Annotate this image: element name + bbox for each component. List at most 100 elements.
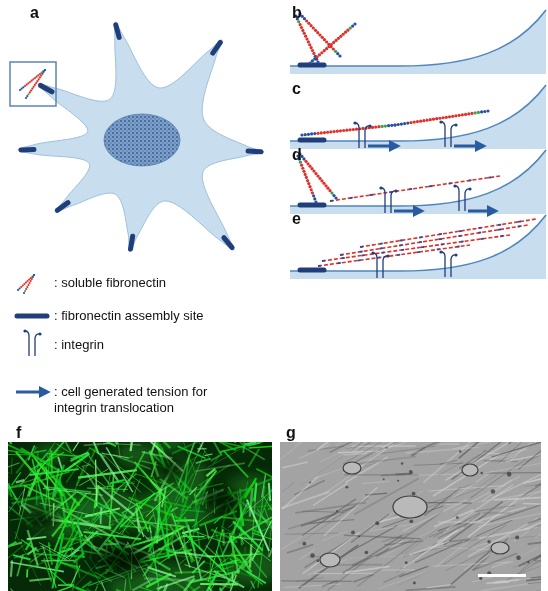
cell-streaks bbox=[427, 442, 498, 446]
fibronectin-fibers bbox=[150, 480, 162, 491]
debris-specks bbox=[479, 577, 482, 580]
cell-streaks bbox=[536, 585, 541, 591]
assembly-site bbox=[17, 314, 47, 319]
integrin-symbol bbox=[451, 255, 456, 277]
fibronectin-fibers bbox=[60, 562, 78, 567]
fibronectin-chain bbox=[323, 38, 326, 41]
fibronectin-chain bbox=[413, 121, 416, 124]
fibronectin-chain bbox=[300, 123, 396, 136]
cell-streaks bbox=[534, 520, 541, 560]
fibronectin-chain bbox=[30, 277, 32, 279]
fibronectin-fibers bbox=[8, 463, 20, 475]
assembly-site bbox=[213, 42, 220, 53]
cell-edge bbox=[290, 150, 546, 214]
debris-specks bbox=[527, 561, 529, 563]
fibronectin-fibers bbox=[258, 486, 265, 535]
fibronectin-chain bbox=[304, 133, 307, 136]
cell-membrane bbox=[290, 85, 546, 141]
cell-streaks bbox=[523, 503, 541, 505]
fibronectin-chain bbox=[342, 129, 345, 132]
fibronectin-fibers bbox=[89, 456, 115, 492]
fibronectin-fibers bbox=[199, 511, 236, 525]
fibronectin-fibers bbox=[163, 578, 195, 591]
fibronectin-fibers bbox=[43, 545, 57, 588]
fibronectin-fibers bbox=[268, 504, 272, 557]
fibronectin-chain bbox=[316, 60, 319, 63]
fibronectin-chain bbox=[38, 78, 40, 80]
integrin-symbol bbox=[368, 124, 371, 127]
fibronectin-fibers bbox=[73, 442, 94, 451]
fibronectin-fibers bbox=[10, 589, 24, 591]
cell-streaks bbox=[486, 460, 541, 473]
fibronectin-chain bbox=[355, 128, 358, 131]
integrin-symbol bbox=[454, 123, 457, 126]
fibronectin-fibers bbox=[245, 442, 256, 444]
integrin-symbol bbox=[371, 251, 374, 254]
debris-specks bbox=[365, 551, 369, 555]
fibronectin-chain bbox=[23, 292, 25, 294]
fibronectin-chain bbox=[353, 22, 356, 25]
debris-specks bbox=[456, 516, 459, 519]
cell-streaks bbox=[524, 517, 541, 530]
fibronectin-fibers bbox=[28, 548, 37, 555]
fibronectin-chain bbox=[310, 46, 313, 49]
debris-specks bbox=[507, 472, 512, 477]
fibronectin-fibers bbox=[252, 489, 271, 538]
fibronectin-chain bbox=[419, 120, 422, 123]
cell-streaks bbox=[526, 575, 541, 580]
cell-streaks bbox=[440, 460, 457, 464]
fibronectin-chain bbox=[300, 133, 303, 136]
cell-streaks bbox=[357, 541, 417, 587]
fibronectin-chain bbox=[301, 29, 304, 32]
fibronectin-chain bbox=[28, 282, 30, 284]
integrin-symbol bbox=[35, 334, 40, 356]
panel-letter: g bbox=[286, 424, 296, 442]
cell-streaks bbox=[281, 492, 329, 508]
fibronectin-fibers bbox=[36, 483, 38, 505]
fibronectin-chain bbox=[25, 69, 46, 99]
fibronectin-fibers bbox=[195, 488, 196, 511]
debris-specks bbox=[515, 536, 519, 540]
fibronectin-chain bbox=[312, 194, 315, 197]
fibronectin-fibers bbox=[220, 588, 230, 591]
integrin-symbol bbox=[465, 189, 470, 211]
fibronectin-chain bbox=[301, 15, 304, 18]
debris-specks bbox=[413, 581, 416, 584]
fibronectin-fibers bbox=[192, 561, 204, 573]
fibronectin-chain bbox=[44, 69, 46, 71]
fibronectin-chain bbox=[470, 112, 473, 115]
fibronectin-chain bbox=[311, 49, 314, 52]
fibronectin-fibers bbox=[49, 542, 53, 564]
fibronectin-fibers bbox=[216, 551, 232, 590]
tension-arrow bbox=[368, 145, 396, 148]
fibronectin-chain bbox=[313, 197, 316, 200]
fibronectin-fibers bbox=[170, 525, 195, 561]
fibronectin-fibers bbox=[58, 457, 62, 470]
fibronectin-chain bbox=[297, 20, 300, 23]
fibronectin-chain bbox=[432, 118, 435, 121]
dark-regions bbox=[156, 461, 184, 479]
cell-membrane bbox=[290, 10, 546, 66]
tension-arrow bbox=[454, 145, 482, 148]
fibronectin-chain bbox=[300, 26, 303, 29]
fibronectin-chain bbox=[25, 288, 27, 290]
debris-specks bbox=[302, 542, 306, 546]
assembly-site bbox=[248, 149, 261, 155]
fibronectin-fibers bbox=[198, 442, 214, 452]
integrin-symbol bbox=[38, 332, 41, 335]
fibronectin-chain bbox=[445, 116, 448, 119]
tension-arrow bbox=[468, 210, 494, 213]
cell-streaks bbox=[397, 571, 429, 586]
fibronectin-chain bbox=[461, 113, 464, 116]
cell-streaks bbox=[438, 521, 484, 523]
fibronectin-chain bbox=[338, 54, 341, 57]
fibronectin-chain bbox=[35, 82, 37, 84]
cell-nuclei bbox=[320, 553, 340, 567]
fibronectin-fibers bbox=[204, 454, 212, 456]
fibronectin-chain bbox=[296, 154, 317, 203]
cell-streaks bbox=[406, 447, 479, 453]
cell-streaks bbox=[288, 514, 337, 529]
cell-nuclei bbox=[462, 464, 478, 476]
fibronectin-chain bbox=[36, 80, 38, 82]
fibronectin-chain bbox=[27, 280, 29, 282]
